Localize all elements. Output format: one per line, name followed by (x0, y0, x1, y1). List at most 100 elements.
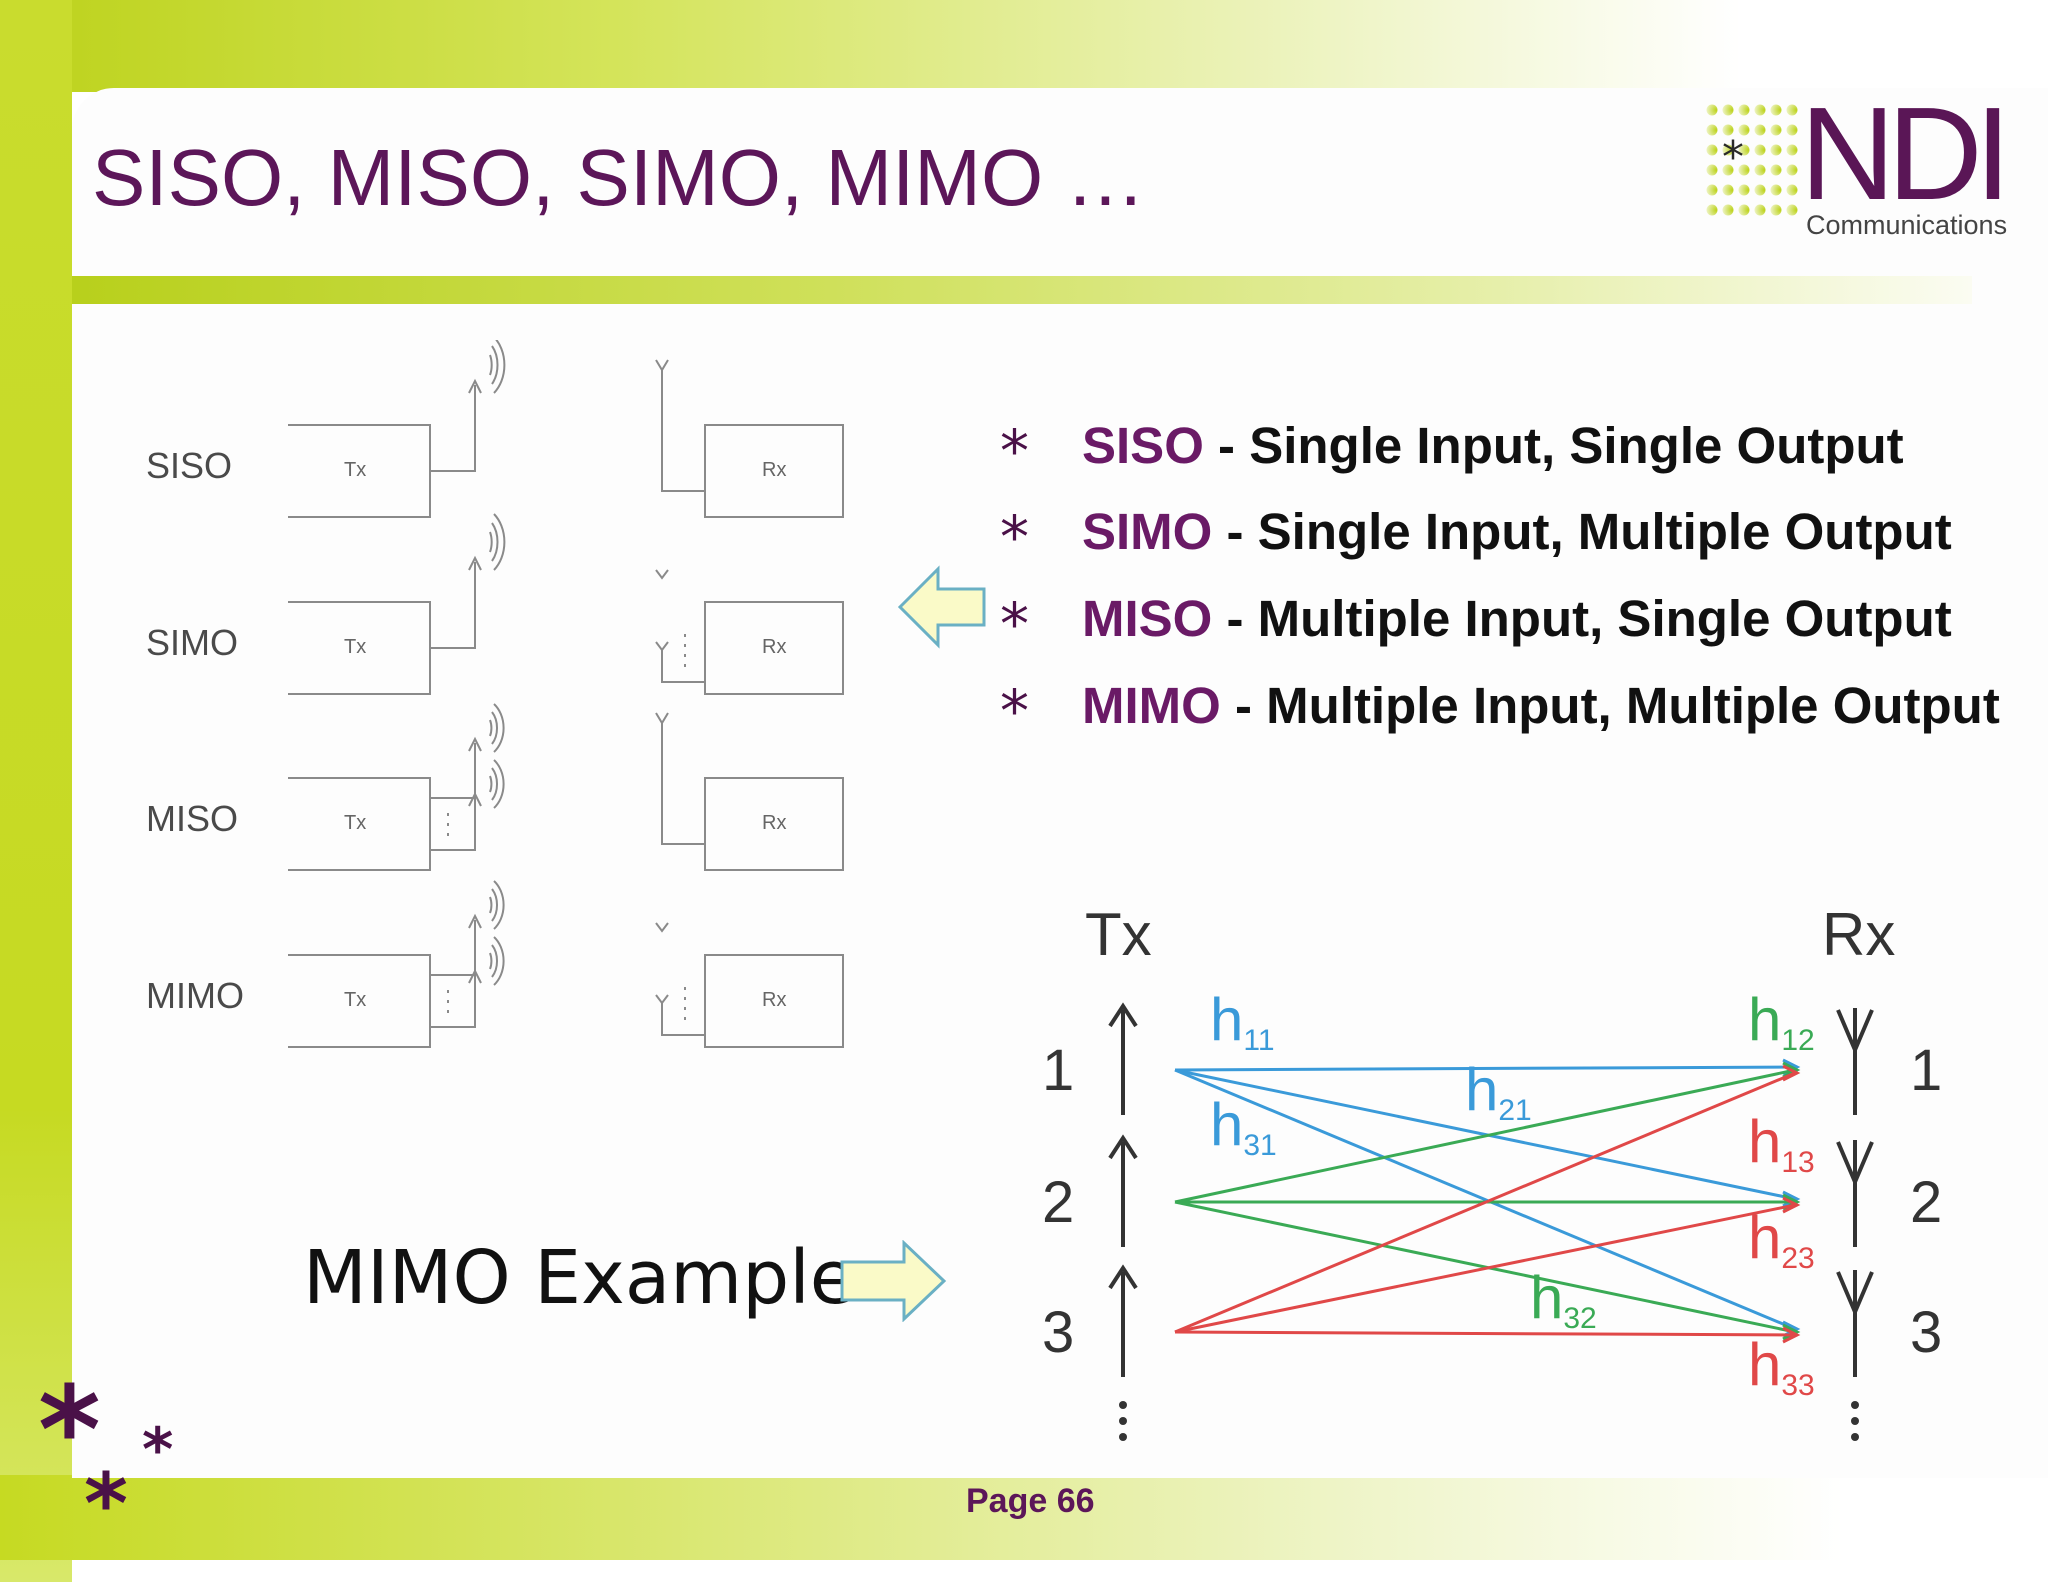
rx-antenna-icon (655, 569, 669, 580)
bullet-item: MISO - Multiple Input, Single Output (1082, 593, 1952, 644)
channel-path (1174, 1068, 1796, 1331)
logo-dot (1706, 164, 1718, 176)
logo-dot (1706, 104, 1718, 116)
logo-dot (1786, 184, 1798, 196)
logo-dot (1786, 104, 1798, 116)
rx-antenna-icon (655, 712, 669, 725)
bullet-definition: - Single Input, Single Output (1203, 417, 1904, 474)
channel-label: h32 (1530, 1264, 1597, 1335)
logo-dot (1786, 144, 1798, 156)
channel-path (1174, 1068, 1796, 1204)
logo-star-icon: * (1722, 132, 1744, 183)
rx-box (704, 424, 844, 518)
siso-mimo-schematic (288, 340, 844, 1048)
radio-wave-icon (489, 952, 493, 970)
logo-dot (1722, 204, 1734, 216)
logo-dot (1738, 204, 1750, 216)
bullet-item: MIMO - Multiple Input, Multiple Output (1082, 680, 2000, 731)
tx-box (288, 777, 431, 871)
page-number: Page 66 (966, 1482, 1095, 1520)
bullet-definition: - Multiple Input, Multiple Output (1220, 677, 2000, 734)
rx-antenna-icon (655, 922, 669, 933)
logo-dot (1754, 104, 1766, 116)
rx-feed-line (661, 1003, 705, 1036)
bullet-term: MIMO (1082, 677, 1221, 734)
radio-wave-icon (493, 340, 506, 394)
bullet-term: SISO (1082, 417, 1204, 474)
slide-title: SISO, MISO, SIMO, MIMO … (92, 133, 1146, 222)
tx-box-label: Tx (344, 459, 367, 481)
logo-dot (1770, 204, 1782, 216)
radio-wave-icon (489, 775, 493, 793)
logo-dot (1770, 164, 1782, 176)
logo-dot (1738, 144, 1750, 156)
schematic-row-label: MIMO (146, 975, 244, 1016)
logo-dot (1722, 124, 1734, 136)
tx-header: Tx (1085, 901, 1152, 968)
channel-arrowhead-icon (1782, 1190, 1801, 1208)
channel-label: h13 (1748, 1108, 1815, 1179)
radio-wave-icon (489, 896, 493, 914)
tx-box-label: Tx (344, 812, 367, 834)
rx-box-label: Rx (762, 812, 787, 834)
tx-antenna-arrow-icon (468, 378, 482, 394)
radio-wave-icon (491, 767, 499, 801)
tx-box-label: Tx (344, 989, 367, 1011)
bullet-star-icon: * (1000, 503, 1029, 571)
logo-tagline: Communications (1806, 210, 2008, 240)
logo-dot (1786, 124, 1798, 136)
radio-wave-icon (491, 944, 499, 978)
logo-dot (1754, 144, 1766, 156)
tx-antenna-arrow-icon (468, 555, 482, 571)
rx-antenna-icon (1836, 1270, 1874, 1377)
tx-more-dots-icon (1119, 1433, 1127, 1441)
schematic-row-label: SISO (146, 445, 233, 486)
bullet-star-icon: * (1000, 590, 1029, 658)
logo-dot (1738, 164, 1750, 176)
channel-arrowhead-icon (1782, 1323, 1801, 1341)
rx-antenna-number: 3 (1910, 1300, 1942, 1365)
left-arrow-icon (898, 565, 986, 649)
tx-feed-line (430, 562, 476, 649)
logo-dot (1754, 204, 1766, 216)
rx-box (704, 777, 844, 871)
logo-dot (1738, 184, 1750, 196)
rx-feed-line (661, 723, 705, 845)
rx-box-label: Rx (762, 459, 787, 481)
right-arrow-icon (840, 1240, 947, 1322)
rx-antenna-number: 1 (1910, 1038, 1942, 1103)
tx-antenna-arrow-icon (1108, 1264, 1138, 1290)
radio-wave-icon (491, 888, 499, 922)
rx-more-dots-icon (1851, 1417, 1859, 1425)
decorative-star-large-icon: * (38, 1362, 101, 1501)
logo-dot (1754, 124, 1766, 136)
channel-path (1174, 1065, 1796, 1072)
rx-box-label: Rx (762, 636, 787, 658)
radio-wave-icon (491, 522, 499, 562)
tx-antenna-number: 1 (1042, 1038, 1074, 1103)
channel-label: h31 (1210, 1091, 1277, 1162)
logo-dot (1770, 104, 1782, 116)
channel-arrowhead-icon (1782, 1196, 1801, 1214)
rx-antenna-number: 2 (1910, 1170, 1942, 1235)
tx-feed-line (430, 743, 476, 799)
bullet-term: SIMO (1082, 503, 1213, 560)
schematic-row-label: MISO (146, 798, 239, 839)
tx-antenna-arrow-icon (468, 968, 482, 984)
radio-wave-icon (493, 513, 506, 571)
logo-dot (1754, 184, 1766, 196)
mimo-example-caption: MIMO Example (303, 1235, 856, 1321)
logo-dot (1738, 124, 1750, 136)
tx-feed-line (430, 920, 476, 976)
tx-antenna-arrow-icon (468, 913, 482, 929)
rx-box-label: Rx (762, 989, 787, 1011)
tx-antenna-number: 3 (1042, 1300, 1074, 1365)
radio-wave-icon (493, 703, 505, 753)
tx-feed-line (430, 975, 476, 1028)
rx-antenna-icon (655, 359, 669, 372)
bullet-item: SISO - Single Input, Single Output (1082, 420, 1904, 471)
logo-dot (1786, 164, 1798, 176)
channel-arrowhead-icon (1782, 1064, 1801, 1082)
tx-antenna-number: 2 (1042, 1170, 1074, 1235)
rx-antenna-icon (655, 641, 669, 652)
